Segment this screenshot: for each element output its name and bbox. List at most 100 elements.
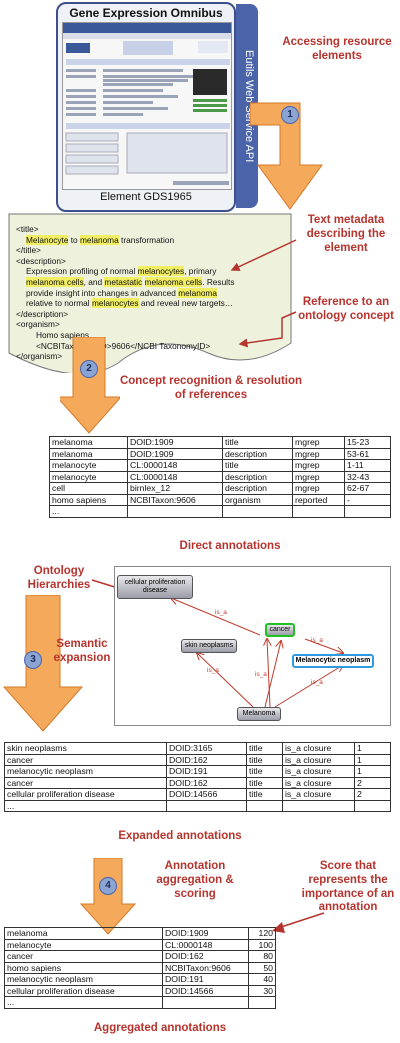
xml-desc-line4: relative to normal melanocytes and revea…: [26, 298, 234, 309]
node-melanocytic-neoplasm[interactable]: Melanocytic neoplasm: [292, 654, 374, 668]
table-cell: DOID:1909: [162, 927, 249, 940]
table-cell: homo sapiens: [49, 493, 128, 506]
table-cell: 53-61: [344, 447, 391, 460]
xml-desc-open: <description>: [16, 255, 66, 266]
table-cell: 40: [248, 973, 276, 986]
table-cell: mgrep: [292, 482, 345, 495]
eutils-api-label: Eutils Web Service API: [243, 49, 255, 163]
table-cell: 2: [354, 776, 391, 789]
geo-title: Gene Expression Omnibus: [69, 6, 223, 20]
table-cell: -: [344, 493, 391, 506]
xml-title-value: Melanocyte to melanoma transformation: [26, 234, 175, 245]
table-cell: 50: [248, 961, 276, 974]
table-cell: DOID:1909: [127, 447, 223, 460]
table-cell: [222, 505, 293, 518]
table-cell: reported: [292, 493, 345, 506]
table-cell: title: [246, 776, 283, 789]
table-cell: [344, 505, 391, 518]
expanded-annotations-label: Expanded annotations: [118, 830, 242, 842]
table-cell: melanocytic neoplasm: [4, 765, 167, 778]
table-cell: description: [222, 447, 293, 460]
table-cell: melanocyte: [49, 459, 128, 472]
xml-org-close: </organism>: [16, 351, 63, 362]
ontology-hierarchies-callout: Ontology Hierarchies: [27, 565, 91, 591]
geo-page-thumbnail: [62, 22, 232, 190]
step4-number: 4: [99, 877, 117, 895]
edge-label-3: is_a: [255, 671, 267, 678]
step1-number: 1: [281, 106, 299, 124]
table-cell: melanocytic neoplasm: [4, 973, 163, 986]
table-cell: cancer: [4, 753, 167, 766]
graph-edges: [115, 567, 392, 708]
text-metadata-callout: Text metadata describing the element: [306, 214, 386, 254]
table-cell: ...: [4, 996, 163, 1009]
table-cell: [127, 505, 223, 518]
node-skin-neoplasms[interactable]: skin neoplasms: [181, 639, 237, 653]
table-row: ...: [4, 799, 391, 812]
table-cell: DOID:14566: [162, 984, 249, 997]
table-cell: cancer: [4, 950, 163, 963]
table-cell: 15-23: [344, 436, 391, 449]
table-cell: DOID:14566: [166, 788, 247, 801]
table-cell: melanocyte: [4, 938, 163, 951]
table-cell: title: [246, 788, 283, 801]
node-cellular-proliferation-disease[interactable]: cellular proliferation disease: [117, 575, 193, 599]
table-cell: melanoma: [49, 436, 128, 449]
step2-number: 2: [80, 360, 98, 378]
geo-element-label: Element GDS1965: [100, 191, 192, 203]
table-cell: melanoma: [49, 447, 128, 460]
table-cell: DOID:191: [166, 765, 247, 778]
table-cell: mgrep: [292, 459, 345, 472]
table-cell: cell: [49, 482, 128, 495]
table-cell: is_a closure: [282, 742, 355, 755]
table-cell: title: [246, 753, 283, 766]
node-cancer[interactable]: cancer: [265, 623, 295, 637]
table-cell: melanocyte: [49, 470, 128, 483]
aggregated-annotations-label: Aggregated annotations: [93, 1022, 227, 1034]
table-cell: [292, 505, 345, 518]
xml-title-open: <title>: [16, 224, 39, 234]
xml-org-tax: <NCBITaxonomyID>9606</NCBI TaxonomyID>: [36, 340, 211, 351]
step3-arrow: [2, 595, 84, 732]
table-cell: DOID:162: [166, 753, 247, 766]
table-cell: 100: [248, 938, 276, 951]
table-cell: 1: [354, 753, 391, 766]
edge-label-2: is_a: [207, 667, 219, 674]
table-cell: 1: [354, 765, 391, 778]
table-cell: CL:0000148: [127, 470, 223, 483]
step4-label: Annotation aggregation & scoring: [156, 860, 234, 900]
ontology-ref-callout: Reference to an ontology concept: [298, 296, 394, 322]
table-cell: DOID:162: [166, 776, 247, 789]
edge-label-5: is_a: [311, 679, 323, 686]
table-cell: organism: [222, 493, 293, 506]
xml-metadata: <title> Melanocyte to melanoma transform…: [16, 224, 292, 362]
geo-page-sketch: [63, 23, 231, 185]
table-cell: cellular proliferation disease: [4, 984, 163, 997]
table-row: ...: [4, 996, 276, 1009]
table-cell: cancer: [4, 776, 167, 789]
table-cell: DOID:162: [162, 950, 249, 963]
step3-number: 3: [24, 651, 42, 669]
xml-document-panel: [8, 213, 292, 373]
edge-label-4: is_a: [311, 637, 323, 644]
score-pointer: [272, 912, 325, 933]
step2-arrow: [60, 337, 120, 434]
step2-label: Concept recognition & resolution of refe…: [119, 375, 303, 401]
table-cell: is_a closure: [282, 788, 355, 801]
xml-desc-close: </description>: [16, 308, 69, 319]
xml-desc-line2: melanoma cells, and metastatic melanoma …: [26, 276, 235, 287]
callout-pointers: [230, 239, 297, 348]
table-cell: [282, 799, 355, 812]
node-melanoma[interactable]: Melanoma: [237, 707, 281, 721]
table-cell: mgrep: [292, 470, 345, 483]
score-callout: Score that represents the importance of …: [301, 860, 395, 914]
